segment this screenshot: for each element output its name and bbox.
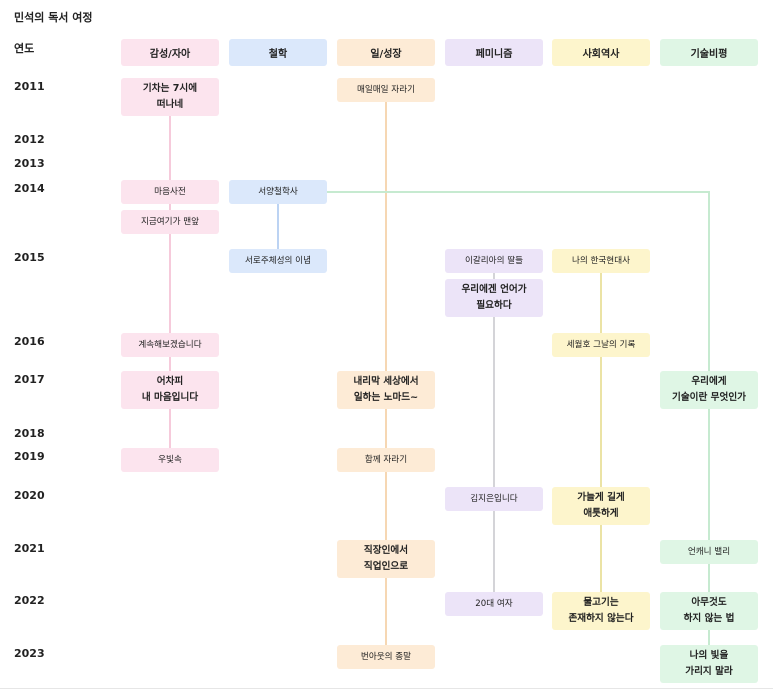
page-title: 민석의 독서 여정	[14, 11, 93, 24]
category-header-2: 일/성장	[337, 39, 435, 66]
year-label-2013: 2013	[14, 157, 45, 170]
book-node: 어차피 내 마음입니다	[121, 371, 219, 409]
year-label-2021: 2021	[14, 542, 45, 555]
year-label-2018: 2018	[14, 427, 45, 440]
book-node: 계속해보겠습니다	[121, 333, 219, 357]
book-node: 언캐니 밸리	[660, 540, 758, 564]
book-node: 번아웃의 종말	[337, 645, 435, 669]
book-node: 이갈리아의 딸들	[445, 249, 543, 273]
year-column-header: 연도	[14, 42, 35, 55]
book-node: 서양철학사	[229, 180, 327, 204]
year-label-2012: 2012	[14, 133, 45, 146]
year-label-2016: 2016	[14, 335, 45, 348]
book-node: 내리막 세상에서 일하는 노마드~	[337, 371, 435, 409]
book-node: 나의 빛을 가리지 말라	[660, 645, 758, 683]
year-label-2011: 2011	[14, 80, 45, 93]
category-header-3: 페미니즘	[445, 39, 543, 66]
book-node: 지금여기가 맨앞	[121, 210, 219, 234]
book-node: 기차는 7시에 떠나네	[121, 78, 219, 116]
year-label-2019: 2019	[14, 450, 45, 463]
book-node: 김지은입니다	[445, 487, 543, 511]
book-node: 나의 한국현대사	[552, 249, 650, 273]
year-label-2023: 2023	[14, 647, 45, 660]
book-node: 마음사전	[121, 180, 219, 204]
category-header-4: 사회역사	[552, 39, 650, 66]
cross-link-0	[327, 191, 710, 371]
book-node: 물고기는 존재하지 않는다	[552, 592, 650, 630]
book-node: 서로주체성의 이념	[229, 249, 327, 273]
year-label-2022: 2022	[14, 594, 45, 607]
bottom-divider	[0, 688, 773, 689]
book-node: 20대 여자	[445, 592, 543, 616]
book-node: 우빛속	[121, 448, 219, 472]
year-label-2017: 2017	[14, 373, 45, 386]
book-node: 가늘게 길게 애틋하게	[552, 487, 650, 525]
book-node: 함께 자라기	[337, 448, 435, 472]
year-label-2014: 2014	[14, 182, 45, 195]
book-node: 매일매일 자라기	[337, 78, 435, 102]
book-node: 세월호 그날의 기록	[552, 333, 650, 357]
year-label-2015: 2015	[14, 251, 45, 264]
book-node: 직장인에서 직업인으로	[337, 540, 435, 578]
year-label-2020: 2020	[14, 489, 45, 502]
book-node: 아무것도 하지 않는 법	[660, 592, 758, 630]
category-header-1: 철학	[229, 39, 327, 66]
book-node: 우리에게 기술이란 무엇인가	[660, 371, 758, 409]
book-node: 우리에겐 언어가 필요하다	[445, 279, 543, 317]
category-header-0: 감성/자아	[121, 39, 219, 66]
category-header-5: 기술비평	[660, 39, 758, 66]
